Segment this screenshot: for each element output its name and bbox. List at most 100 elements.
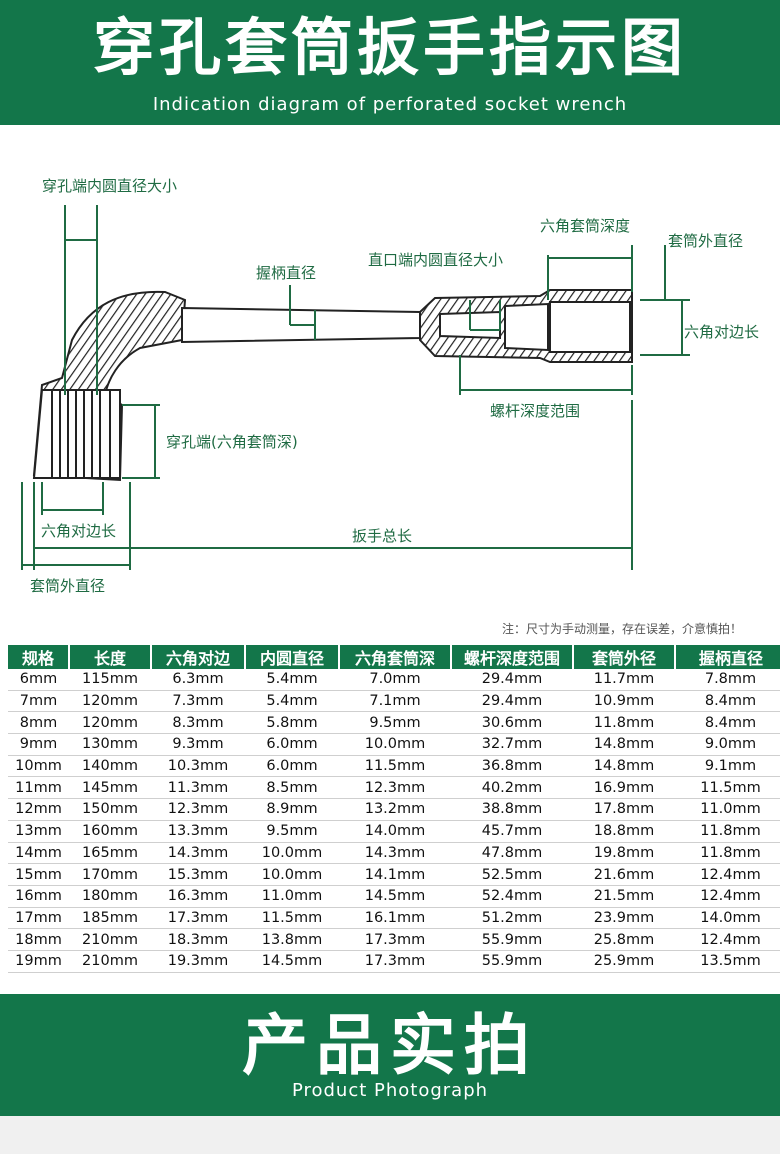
table-cell: 18.8mm bbox=[573, 820, 675, 843]
table-cell: 11.8mm bbox=[675, 842, 780, 865]
table-cell: 210mm bbox=[69, 950, 151, 973]
table-cell: 11.5mm bbox=[245, 907, 339, 930]
table-cell: 140mm bbox=[69, 755, 151, 778]
table-cell: 10.9mm bbox=[573, 690, 675, 713]
table-cell: 165mm bbox=[69, 842, 151, 865]
table-cell: 10.0mm bbox=[339, 733, 451, 756]
wrench-drawing bbox=[21, 205, 690, 570]
table-cell: 185mm bbox=[69, 907, 151, 930]
table-cell: 150mm bbox=[69, 798, 151, 821]
label-perforated-inner-diameter: 穿孔端内圆直径大小 bbox=[42, 177, 178, 195]
table-cell: 14.5mm bbox=[339, 885, 451, 908]
table-cell: 6.3mm bbox=[151, 669, 245, 691]
table-cell: 11.0mm bbox=[245, 885, 339, 908]
label-socket-outer-diameter-left: 套筒外直径 bbox=[30, 577, 106, 595]
header-cell: 六角对边 bbox=[151, 645, 246, 669]
page-title: 穿孔套筒扳手指示图 bbox=[92, 11, 687, 84]
table-cell: 38.8mm bbox=[451, 798, 573, 821]
label-handle-diameter: 握柄直径 bbox=[256, 264, 317, 282]
table-cell: 16mm bbox=[8, 885, 69, 908]
table-cell: 13.2mm bbox=[339, 798, 451, 821]
table-cell: 14.3mm bbox=[151, 842, 245, 865]
table-cell: 11.8mm bbox=[675, 820, 780, 843]
table-cell: 9.5mm bbox=[339, 711, 451, 735]
label-hex-socket-depth: 六角套筒深度 bbox=[540, 217, 631, 235]
table-cell: 14.3mm bbox=[339, 842, 451, 865]
footer-banner: 产品实拍 Product Photograph bbox=[0, 994, 780, 1116]
table-cell: 17.3mm bbox=[339, 928, 451, 951]
header-cell: 螺杆深度范围 bbox=[451, 645, 574, 669]
table-cell: 45.7mm bbox=[451, 820, 573, 843]
table-cell: 9.3mm bbox=[151, 733, 245, 756]
table-cell: 18.3mm bbox=[151, 928, 245, 951]
table-cell: 130mm bbox=[69, 733, 151, 756]
table-cell: 180mm bbox=[69, 885, 151, 908]
table-cell: 8.9mm bbox=[245, 798, 339, 821]
table-cell: 5.8mm bbox=[245, 711, 339, 735]
table-cell: 36.8mm bbox=[451, 755, 573, 778]
table-cell: 17mm bbox=[8, 907, 69, 930]
table-cell: 17.3mm bbox=[339, 950, 451, 973]
table-cell: 14.8mm bbox=[573, 755, 675, 778]
table-cell: 17.3mm bbox=[151, 907, 245, 930]
table-cell: 29.4mm bbox=[451, 690, 573, 713]
table-cell: 10.0mm bbox=[245, 842, 339, 865]
table-cell: 120mm bbox=[69, 711, 151, 735]
table-cell: 160mm bbox=[69, 820, 151, 843]
table-cell: 30.6mm bbox=[451, 711, 573, 735]
table-cell: 8.4mm bbox=[675, 690, 780, 713]
table-cell: 29.4mm bbox=[451, 669, 573, 691]
table-cell: 16.3mm bbox=[151, 885, 245, 908]
table-cell: 13.8mm bbox=[245, 928, 339, 951]
table-cell: 32.7mm bbox=[451, 733, 573, 756]
label-straight-inner-diameter: 直口端内圆直径大小 bbox=[368, 251, 504, 269]
table-cell: 21.5mm bbox=[573, 885, 675, 908]
section-subtitle: Product Photograph bbox=[291, 1080, 489, 1101]
table-cell: 14.5mm bbox=[245, 950, 339, 973]
table-cell: 6.0mm bbox=[245, 733, 339, 756]
table-cell: 8mm bbox=[8, 711, 69, 735]
table-cell: 120mm bbox=[69, 690, 151, 713]
label-hex-across-flats-right: 六角对边长 bbox=[684, 323, 760, 341]
header-cell: 握柄直径 bbox=[675, 645, 780, 669]
header-cell: 长度 bbox=[69, 645, 152, 669]
table-cell: 14.1mm bbox=[339, 863, 451, 886]
table-cell: 9.1mm bbox=[675, 755, 780, 778]
table-cell: 10.3mm bbox=[151, 755, 245, 778]
table-cell: 8.4mm bbox=[675, 711, 780, 735]
table-cell: 11.5mm bbox=[339, 755, 451, 778]
header-banner: 穿孔套筒扳手指示图 Indication diagram of perforat… bbox=[0, 0, 780, 125]
table-cell: 13.5mm bbox=[675, 950, 780, 973]
table-cell: 15mm bbox=[8, 863, 69, 886]
table-cell: 15.3mm bbox=[151, 863, 245, 886]
spec-table-header: 规格 长度 六角对边 内圆直径 六角套筒深 螺杆深度范围 套筒外径 握柄直径 bbox=[8, 645, 780, 669]
table-cell: 16.1mm bbox=[339, 907, 451, 930]
page-subtitle: Indication diagram of perforated socket … bbox=[152, 94, 628, 115]
table-cell: 16.9mm bbox=[573, 776, 675, 800]
table-cell: 14.0mm bbox=[675, 907, 780, 930]
table-cell: 12mm bbox=[8, 798, 69, 821]
table-cell: 13mm bbox=[8, 820, 69, 843]
table-cell: 51.2mm bbox=[451, 907, 573, 930]
label-screw-depth-range: 螺杆深度范围 bbox=[490, 402, 581, 420]
table-cell: 55.9mm bbox=[451, 928, 573, 951]
table-cell: 17.8mm bbox=[573, 798, 675, 821]
label-perforated-hex-depth: 穿孔端(六角套筒深) bbox=[166, 433, 298, 451]
table-cell: 55.9mm bbox=[451, 950, 573, 973]
table-cell: 145mm bbox=[69, 776, 151, 800]
table-cell: 7.8mm bbox=[675, 669, 780, 691]
photo-area-top bbox=[0, 1116, 780, 1154]
table-cell: 25.8mm bbox=[573, 928, 675, 951]
table-cell: 12.3mm bbox=[339, 776, 451, 800]
table-cell: 5.4mm bbox=[245, 669, 339, 691]
header-cell: 六角套筒深 bbox=[339, 645, 452, 669]
table-cell: 23.9mm bbox=[573, 907, 675, 930]
